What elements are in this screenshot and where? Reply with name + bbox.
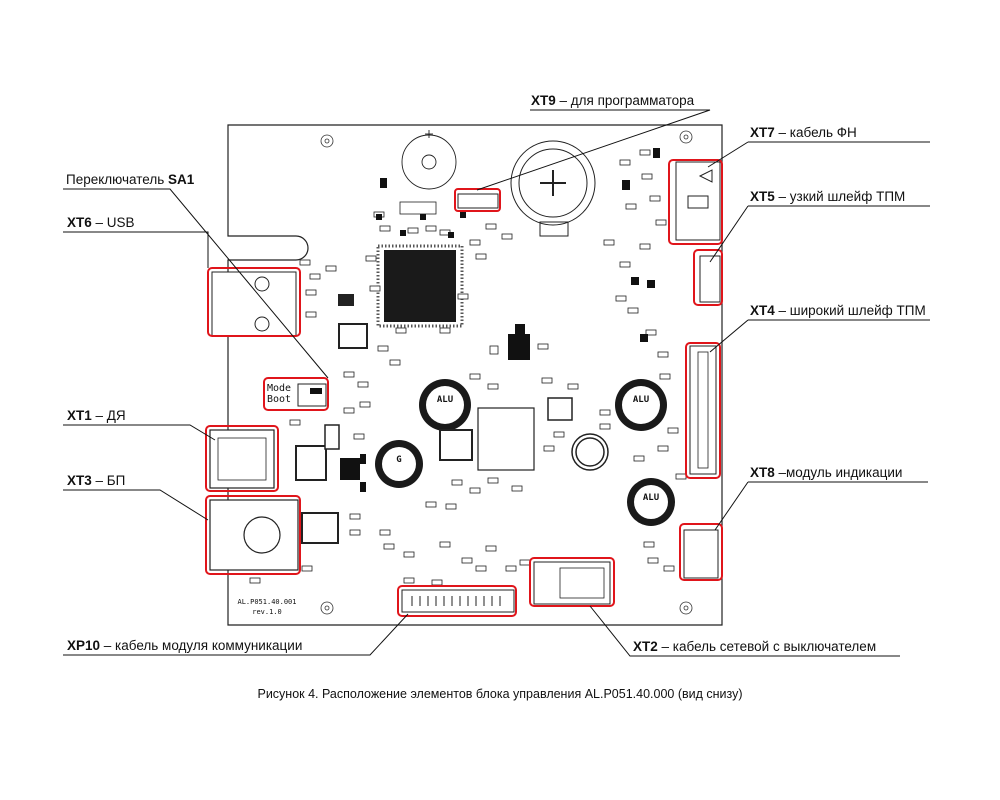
switch-sa1-lever (310, 388, 322, 394)
callout-xt2-text: – кабель сетевой с выключателем (657, 639, 877, 654)
callout-xt2-code: XT2 (633, 639, 658, 654)
callout-xt7-code: XT7 (750, 125, 775, 140)
callout-xt5-code: XT5 (750, 189, 775, 204)
leader-lines (63, 109, 930, 657)
microcontroller-chip (376, 244, 464, 328)
callout-xt6-code: XT6 (67, 215, 92, 230)
diode-vd1 (295, 445, 327, 481)
inductor-l1 (477, 407, 535, 471)
highlight-xt8 (679, 523, 723, 581)
cap-c11-marking: G (396, 455, 402, 465)
xt9-header-body (457, 193, 499, 209)
buzzer-ba1 (401, 130, 457, 190)
capacitor-c38 (627, 478, 675, 526)
xp10-connector-body (401, 589, 515, 613)
usb-connector-body (211, 271, 297, 337)
chip-da2 (547, 397, 573, 421)
callout-sa1-prefix: Переключатель (66, 172, 168, 187)
highlight-xt6 (207, 267, 301, 337)
mounting-holes (320, 130, 693, 615)
callout-xt9-code: XT9 (531, 93, 556, 108)
xt2-connector-body (533, 561, 611, 605)
board-revision-label: rev.1.0 (252, 608, 282, 616)
callout-xt3: XT3 – БП (67, 473, 125, 489)
highlight-xt2 (529, 557, 615, 607)
callout-xt7-text: – кабель ФН (774, 125, 857, 140)
capacitor-c40 (615, 379, 667, 431)
callout-xt1-text: – ДЯ (91, 408, 126, 423)
callout-xt5-text: – узкий шлейф ТПМ (774, 189, 906, 204)
xt3-power-jack-body (209, 499, 299, 571)
callout-xt6: XT6 – USB (67, 215, 135, 231)
capacitor-c11 (375, 440, 423, 488)
callout-xp10-text: – кабель модуля коммуникации (100, 638, 303, 653)
callout-xt4: XT4 – широкий шлейф ТПМ (750, 303, 926, 319)
chip-dd5 (338, 294, 354, 306)
highlight-xt3 (205, 495, 301, 575)
transistors (360, 148, 660, 492)
highlight-xp10 (397, 585, 517, 617)
cap-c38-marking: ALU (642, 493, 660, 503)
sa1-mode-label: Mode (267, 383, 292, 394)
callout-xt4-code: XT4 (750, 303, 775, 318)
callout-sa1: Переключатель SA1 (66, 172, 194, 188)
highlight-xt9 (454, 188, 501, 212)
regulator-da3 (508, 324, 530, 360)
callout-sa1-code: SA1 (168, 172, 195, 187)
callout-xt8-text: –модуль индикации (774, 465, 903, 480)
diode-vd4 (301, 512, 339, 544)
xt8-connector-body (683, 529, 719, 579)
chip-da1 (340, 458, 360, 480)
callout-xt8-code: XT8 (750, 465, 775, 480)
highlight-xt7 (668, 159, 723, 245)
inductor-l2 (571, 433, 609, 471)
callout-xp10-code: XP10 (67, 638, 101, 653)
callout-xt9: XT9 – для программатора (531, 93, 694, 109)
diode-vd3 (439, 429, 473, 461)
callout-xt3-code: XT3 (67, 473, 92, 488)
switch-sa1-body (297, 383, 327, 407)
highlight-xt4 (685, 342, 721, 479)
xt4-connector-body (689, 345, 717, 475)
callout-xt3-text: – БП (91, 473, 126, 488)
callout-xt1-code: XT1 (67, 408, 92, 423)
capacitor-c10 (419, 379, 471, 431)
callout-xt8: XT8 –модуль индикации (750, 465, 902, 481)
chip-vt2 (324, 424, 340, 450)
callout-xt7: XT7 – кабель ФН (750, 125, 857, 141)
xt5-connector-body (699, 255, 721, 303)
highlight-sa1 (263, 377, 329, 411)
highlight-xt1 (205, 425, 279, 492)
chip-dd4 (338, 323, 368, 349)
sa1-boot-label: Boot (267, 394, 292, 405)
cap-c40-marking: ALU (632, 395, 650, 405)
callout-xt6-text: – USB (91, 215, 135, 230)
figure-caption: Рисунок 4. Расположение элементов блока … (257, 687, 743, 701)
callout-xt4-text: – широкий шлейф ТПМ (774, 303, 926, 318)
callout-xt9-text: – для программатора (555, 93, 695, 108)
callout-xp10: XP10 – кабель модуля коммуникации (67, 638, 302, 654)
board-id-label: AL.P051.40.001 (237, 598, 297, 606)
xt1-connector-body (209, 429, 275, 489)
cap-c10-marking: ALU (436, 395, 454, 405)
battery-holder-xs1 (510, 140, 596, 237)
connector-highlights (205, 159, 723, 617)
highlight-xt5 (693, 249, 723, 306)
callout-xt2: XT2 – кабель сетевой с выключателем (633, 639, 876, 655)
callout-xt1: XT1 – ДЯ (67, 408, 126, 424)
callout-xt5: XT5 – узкий шлейф ТПМ (750, 189, 905, 205)
